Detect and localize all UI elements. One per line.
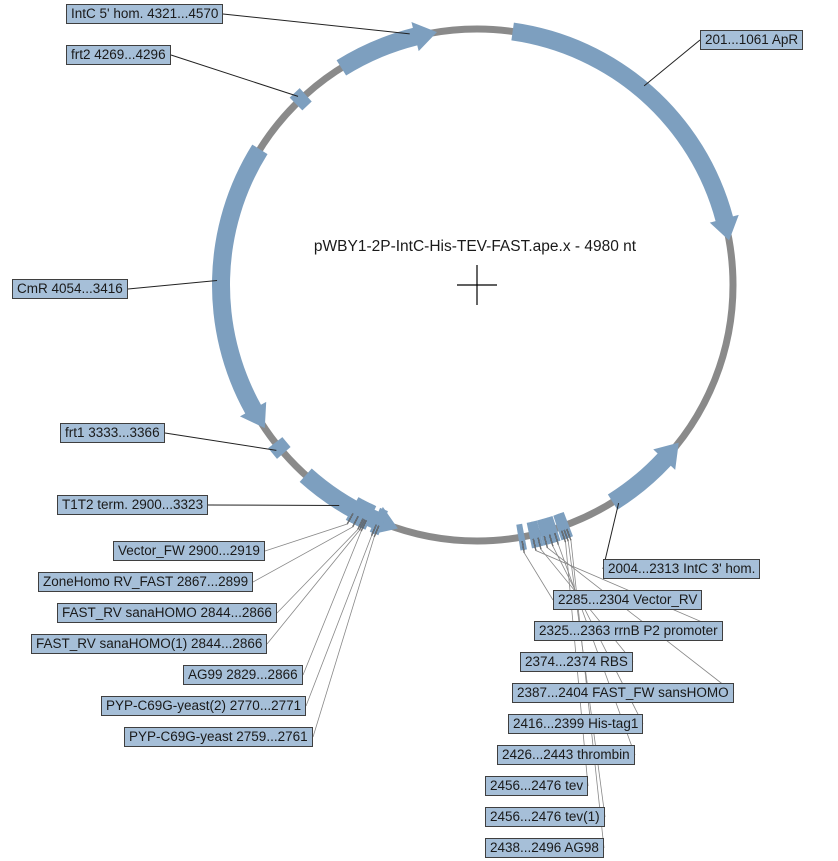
feature-label-cmr[interactable]: CmR 4054...3416	[12, 279, 128, 299]
feature-mark-rbs[interactable]	[531, 520, 544, 548]
center-crosshair	[457, 265, 497, 305]
leader-cmr	[127, 279, 218, 290]
feature-label-tev[interactable]: 2456...2476 tev	[485, 776, 589, 796]
leader-tev	[561, 530, 589, 787]
feature-label-frt1[interactable]: frt1 3333...3366	[60, 423, 165, 443]
leader-apr	[643, 39, 701, 87]
feature-arc-intc5[interactable]	[336, 22, 437, 76]
leader-frt1	[164, 432, 277, 451]
leader-intc3	[602, 502, 620, 570]
feature-label-vrv[interactable]: 2285...2304 Vector_RV	[553, 590, 703, 610]
feature-arc-t1t2[interactable]	[299, 468, 398, 535]
feature-label-frt2[interactable]: frt2 4269...4296	[66, 45, 171, 65]
feature-arc-frt1[interactable]	[268, 437, 291, 459]
feature-label-fastrv[interactable]: FAST_RV sanaHOMO 2844...2866	[57, 603, 277, 623]
leader-frt2	[170, 54, 299, 97]
feature-label-intc3[interactable]: 2004...2313 IntC 3' hom.	[603, 559, 761, 579]
feature-mark-vfw[interactable]	[345, 497, 364, 523]
feature-mark-vrv[interactable]	[516, 523, 527, 551]
feature-arc-frt2[interactable]	[289, 88, 312, 111]
feature-arc-cmr[interactable]	[212, 144, 268, 429]
feature-label-fastfw[interactable]: 2387...2404 FAST_FW sansHOMO	[512, 683, 734, 703]
leader-intc5	[222, 13, 410, 35]
feature-label-thr[interactable]: 2426...2443 thrombin	[497, 745, 635, 765]
leader-zone	[252, 516, 359, 583]
feature-mark-fastfw[interactable]	[537, 518, 550, 546]
feature-mark-ag98[interactable]	[558, 512, 573, 539]
feature-label-pyp[interactable]: PYP-C69G-yeast 2759...2761	[124, 727, 313, 747]
feature-mark-zone[interactable]	[351, 499, 369, 526]
feature-label-zone[interactable]: ZoneHomo RV_FAST 2867...2899	[38, 572, 254, 592]
feature-label-pyp2[interactable]: PYP-C69G-yeast(2) 2770...2771	[101, 696, 307, 716]
feature-mark-his[interactable]	[541, 517, 556, 545]
feature-mark-ag99[interactable]	[359, 503, 377, 530]
feature-label-rbs[interactable]: 2374...2374 RBS	[520, 652, 633, 672]
feature-label-intc5[interactable]: IntC 5' hom. 4321...4570	[66, 4, 224, 24]
leader-pyp2	[305, 524, 377, 707]
feature-label-ag98[interactable]: 2438...2496 AG98	[485, 838, 604, 858]
feature-arc-apr[interactable]	[511, 22, 739, 241]
feature-label-his[interactable]: 2416...2399 His-tag1	[508, 714, 644, 734]
feature-label-ag99[interactable]: AG99 2829...2866	[183, 665, 303, 685]
feature-label-apr[interactable]: 201...1061 ApR	[700, 30, 804, 50]
leader-ag99	[302, 520, 367, 676]
leader-fastrv	[276, 518, 364, 614]
leader-fastrv1	[266, 519, 366, 645]
leader-vfw	[264, 513, 354, 552]
feature-mark-rrnb[interactable]	[526, 521, 539, 549]
leader-tev1	[563, 529, 606, 818]
feature-label-t1t2[interactable]: T1T2 term. 2900...3323	[57, 495, 209, 515]
feature-label-rrnb[interactable]: 2325...2363 rrnB P2 promoter	[534, 621, 723, 641]
leader-fastfw	[543, 536, 735, 694]
map-title: pWBY1-2P-IntC-His-TEV-FAST.ape.x - 4980 …	[313, 238, 637, 255]
feature-label-vfw[interactable]: Vector_FW 2900...2919	[113, 541, 265, 561]
leader-vrv	[521, 540, 554, 601]
feature-arc-intc3[interactable]	[607, 442, 679, 510]
feature-mark-thr[interactable]	[546, 515, 561, 543]
leader-pyp	[312, 525, 380, 738]
feature-label-fastrv1[interactable]: FAST_RV sanaHOMO(1) 2844...2866	[31, 634, 268, 654]
leader-rrnb	[532, 538, 724, 632]
feature-label-tev1[interactable]: 2456...2476 tev(1)	[485, 807, 605, 827]
feature-mark-pyp[interactable]	[372, 508, 388, 536]
